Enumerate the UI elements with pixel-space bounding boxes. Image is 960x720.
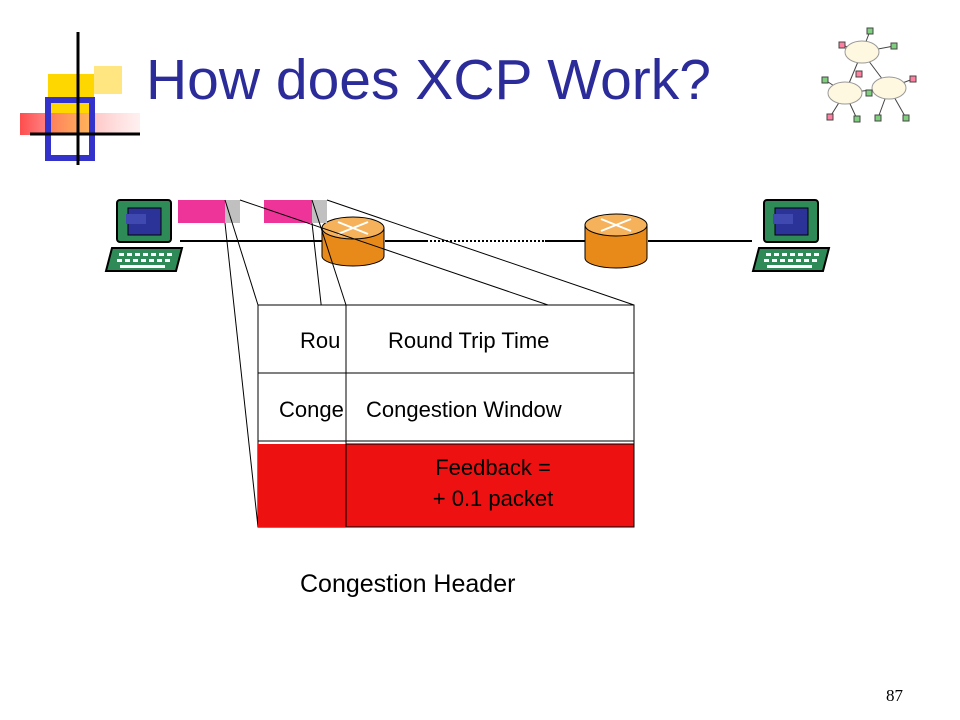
network-logo-icon (821, 27, 917, 123)
back-rtt-label: Rou (300, 328, 341, 353)
logo-light-yellow-square (94, 66, 122, 94)
receiver-computer-icon (751, 199, 831, 272)
slide-title: How does XCP Work? (146, 48, 711, 112)
logo-red-bar (20, 113, 140, 135)
feedback-line-1: Feedback = (435, 455, 551, 480)
back-cwnd-label: Conge (279, 397, 344, 422)
page-number: 87 (886, 686, 903, 705)
feedback-line-2: + 0.1 packet (432, 486, 554, 511)
header-front-layer (345, 304, 635, 528)
congestion-header-caption: Congestion Header (300, 570, 516, 598)
front-feedback-field (345, 443, 635, 528)
cwnd-field-label: Congestion Window (366, 397, 562, 422)
rtt-field-label: Round Trip Time (388, 328, 550, 353)
packet-2 (264, 200, 327, 223)
slide-logo (20, 32, 140, 165)
sender-computer-icon (104, 199, 184, 272)
logo-blue-square (45, 97, 95, 161)
router-right-icon (584, 213, 648, 269)
packet-1 (178, 200, 240, 223)
